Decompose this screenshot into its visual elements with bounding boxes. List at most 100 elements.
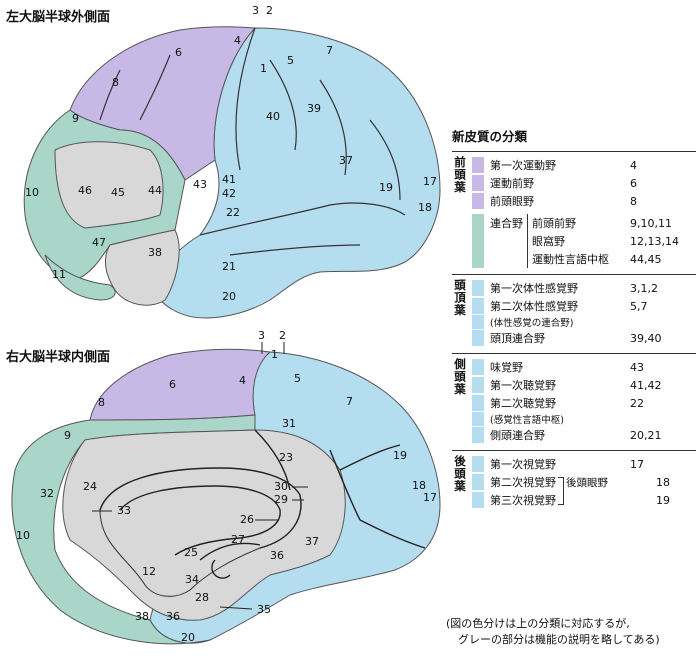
legend-row: 側頭連合野 20,21 [468, 426, 696, 444]
color-swatch [472, 359, 484, 375]
medial-label: 17 [423, 491, 437, 504]
legend-row-label: 第一次視覚野 [490, 458, 556, 471]
medial-leader-lines [92, 342, 308, 610]
legend-row-label: 眼窩野 [532, 235, 565, 248]
medial-label: 4 [239, 374, 246, 387]
medial-label: 19 [393, 449, 407, 462]
legend-row-label: 第三次視覚野 [490, 494, 556, 507]
lateral-gray-temporal [104, 229, 180, 306]
brain-diagrams: 3 2 4 6 8 9 10 46 45 44 47 11 38 43 41 4… [11, 4, 441, 645]
lateral-label: 39 [307, 102, 321, 115]
medial-label: 24 [83, 480, 97, 493]
color-swatch [472, 377, 484, 393]
legend-row: 第三次視覚野 19 [468, 491, 696, 509]
legend-row: 眼窩野 12,13,14 [532, 232, 696, 250]
lateral-label: 11 [52, 268, 66, 281]
legend-row-label: 前頭前野 [532, 217, 576, 230]
legend-row-label: 第二次聴覚野 [490, 397, 556, 410]
color-swatch [472, 280, 484, 296]
color-swatch [472, 193, 484, 209]
color-swatch [472, 456, 484, 472]
color-swatch [472, 330, 484, 346]
legend-row-areas: 22 [630, 396, 644, 410]
lateral-label: 44 [148, 184, 162, 197]
lateral-area-labels: 3 2 4 6 8 9 10 46 45 44 47 11 38 43 41 4… [25, 4, 437, 303]
color-swatch [472, 474, 484, 490]
medial-label: 3 [258, 329, 265, 342]
legend-row-label: 味覚野 [490, 361, 523, 374]
note-line: (図の色分けは上の分類に対応するが, [446, 617, 630, 630]
medial-label: 33 [117, 504, 131, 517]
legend-row-label: 第二次体性感覚野 [490, 300, 578, 313]
association-group: 連合野 前頭前野 9,10,11 眼窩野 12,13,14 運動性言語中枢 44 [468, 214, 696, 268]
legend-row: 第一次体性感覚野 3,1,2 [468, 279, 696, 297]
legend-row: 第一次聴覚野 41,42 [468, 376, 696, 394]
legend-row-areas: 44,45 [630, 252, 662, 266]
legend-row-areas: 18 [656, 475, 670, 489]
color-swatch [472, 412, 484, 426]
medial-label: 32 [40, 487, 54, 500]
color-swatch [472, 298, 484, 314]
legend-row-label: 第一次運動野 [490, 159, 556, 172]
lateral-label: 21 [222, 260, 236, 273]
lateral-label: 41 [222, 173, 236, 186]
color-swatch [472, 157, 484, 173]
lateral-label: 9 [72, 112, 79, 125]
bracket [558, 477, 564, 505]
legend-row-label: 側頭連合野 [490, 429, 545, 442]
legend-row-label: (体性感覚の連合野) [490, 318, 574, 329]
legend-row-areas: 43 [630, 360, 644, 374]
lateral-label: 42 [222, 187, 236, 200]
legend-row: 第二次視覚野 後頭眼野 18 [468, 473, 696, 505]
legend-row-areas: 6 [630, 176, 637, 190]
legend-row-label: 前頭眼野 [490, 195, 534, 208]
color-swatch [472, 175, 484, 191]
lateral-orbital-region [44, 254, 116, 301]
legend-row: 運動前野 6 [468, 174, 696, 192]
legend-row: 運動性言語中枢 44,45 [532, 250, 696, 268]
legend-row-label: 運動性言語中枢 [532, 253, 609, 266]
medial-label: 23 [279, 451, 293, 464]
lateral-label: 20 [222, 290, 236, 303]
lateral-view-title: 左大脳半球外側面 [6, 10, 111, 25]
medial-label: 5 [294, 372, 301, 385]
medial-label: 7 [346, 395, 353, 408]
medial-view-title: 右大脳半球内側面 [6, 350, 111, 365]
legend-row: 第一次運動野 4 [468, 156, 696, 174]
cortex-classification-legend: 新皮質の分類 前頭葉 第一次運動野 4 運動前野 6 前頭眼野 8 [452, 126, 696, 515]
lobe-name-parietal: 頭頂葉 [453, 279, 467, 317]
legend-row: 第一次視覚野 17 [468, 455, 696, 473]
medial-label: 27 [231, 533, 245, 546]
legend-row: (感覚性言語中枢) [468, 412, 696, 426]
lobe-name-frontal: 前頭葉 [453, 156, 467, 194]
legend-row-areas: 12,13,14 [630, 234, 679, 248]
legend-row-areas: 19 [656, 493, 670, 507]
lateral-label: 4 [234, 34, 241, 47]
lobe-name-occipital: 後頭葉 [453, 455, 467, 493]
medial-label: 10 [16, 529, 30, 542]
legend-row-areas: 3,1,2 [630, 281, 658, 295]
legend-row-areas: 9,10,11 [630, 216, 672, 230]
lateral-label: 3 [252, 4, 259, 17]
lateral-label: 40 [266, 110, 280, 123]
lateral-label: 22 [226, 206, 240, 219]
legend-row: 頭頂連合野 39,40 [468, 329, 696, 347]
medial-label: 18 [412, 479, 426, 492]
color-swatch [472, 214, 484, 268]
medial-label: 35 [257, 603, 271, 616]
color-swatch [472, 315, 484, 329]
legend-row: 前頭眼野 8 [468, 192, 696, 210]
occipital-eye-field-label: 後頭眼野 [566, 476, 608, 489]
legend-row-areas: 17 [630, 457, 644, 471]
lobe-frontal: 前頭葉 第一次運動野 4 運動前野 6 前頭眼野 8 [452, 151, 696, 274]
association-label: 連合野 [490, 217, 523, 230]
lateral-label: 46 [78, 184, 92, 197]
legend-row-areas: 4 [630, 158, 637, 172]
color-swatch [472, 427, 484, 443]
lateral-sulci [99, 27, 406, 256]
lateral-label: 45 [111, 186, 125, 199]
lateral-label: 38 [148, 246, 162, 259]
lateral-label: 18 [418, 201, 432, 214]
note-line: グレーの部分は機能の説明を略してある) [458, 633, 660, 646]
